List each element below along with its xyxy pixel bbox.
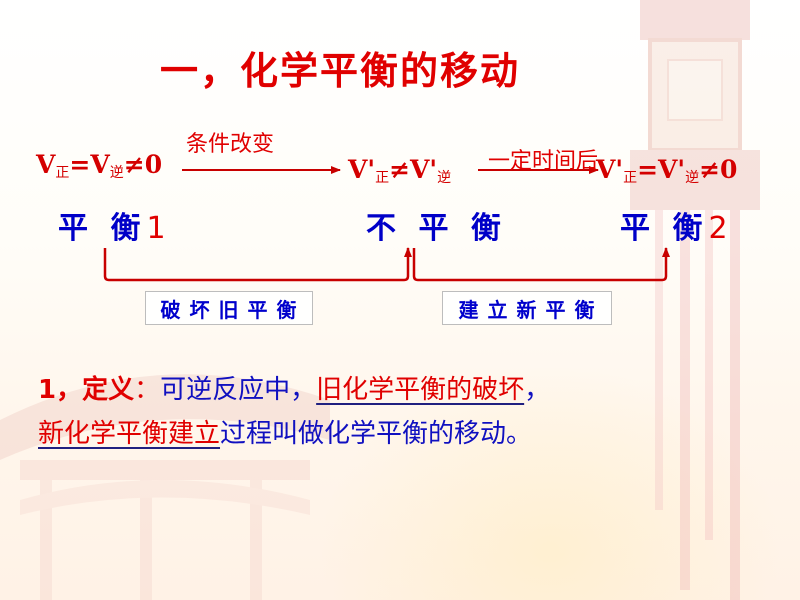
palace-lantern-decoration — [630, 0, 760, 600]
box-break-old-equilibrium: 破坏旧平衡 — [145, 291, 313, 325]
time-passes-label: 一定时间后 — [488, 149, 599, 174]
state-nonequilibrium: 不 平 衡 — [366, 211, 507, 246]
state-equilibrium-2: 平 衡2 — [620, 211, 728, 246]
highlight-build-new: 新化学平衡建立 — [38, 419, 221, 449]
page-title: 一，化学平衡的移动 — [160, 49, 521, 93]
bracket-build-new — [412, 247, 670, 282]
condition-change-label: 条件改变 — [186, 132, 275, 157]
definition-number: 1， — [38, 375, 83, 405]
rate-equation-equilibrium-2: V'正=V'逆≠0 — [596, 155, 738, 186]
bracket-break-old — [103, 247, 412, 282]
rate-inequality-nonequilibrium: V'正≠V'逆 — [348, 155, 452, 186]
state-equilibrium-1: 平 衡1 — [58, 211, 166, 246]
definition-line-1: 1，定义：可逆反应中，旧化学平衡的破坏， — [38, 375, 551, 405]
definition-keyword: 定义 — [82, 375, 135, 405]
background-glow — [300, 350, 800, 600]
rate-equation-equilibrium-1: V正=V逆≠0 — [36, 150, 163, 181]
definition-text-2: 过程叫做化学平衡的移动。 — [220, 419, 533, 449]
definition-text-1: 可逆反应中， — [160, 375, 317, 405]
definition-paragraph: 1，定义：可逆反应中，旧化学平衡的破坏， 新化学平衡建立过程叫做化学平衡的移动。 — [38, 368, 778, 456]
definition-line-2: 新化学平衡建立过程叫做化学平衡的移动。 — [38, 412, 778, 456]
box-build-new-equilibrium: 建立新平衡 — [442, 291, 612, 325]
highlight-break-old: 旧化学平衡的破坏 — [316, 375, 525, 405]
pavilion-decoration — [0, 374, 330, 600]
